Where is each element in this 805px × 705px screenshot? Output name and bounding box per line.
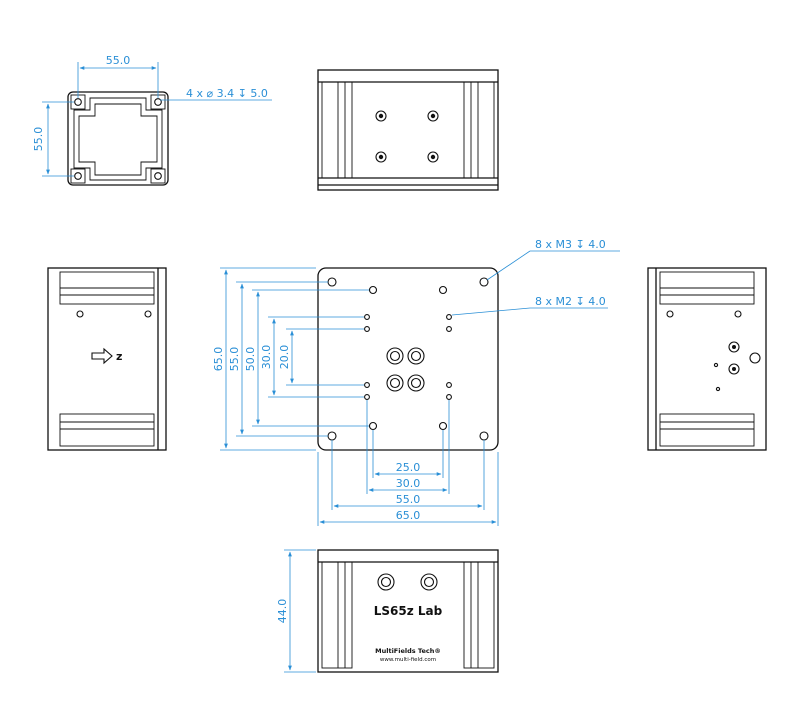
dim-55-vertical: 55.0 bbox=[228, 347, 241, 372]
dim-30-vertical: 30.0 bbox=[260, 345, 273, 370]
side-hole bbox=[144, 310, 152, 318]
dim-20-vertical: 20.0 bbox=[278, 345, 291, 370]
front-view: 8 x M3 ↧ 4.0 8 x M2 ↧ 4.0 65.0 55.0 50.0… bbox=[212, 238, 620, 526]
m2-callout: 8 x M2 ↧ 4.0 bbox=[535, 295, 606, 308]
right-side-view bbox=[647, 267, 767, 451]
m2-hole bbox=[446, 326, 452, 332]
m3-hole bbox=[438, 285, 448, 295]
m2-hole bbox=[446, 382, 452, 388]
small-width-dim: 55.0 bbox=[106, 54, 131, 67]
dim-30-horizontal: 30.0 bbox=[396, 477, 421, 490]
axis-label: z bbox=[116, 350, 122, 363]
m3-hole bbox=[368, 421, 378, 431]
arrow-right-icon bbox=[91, 347, 113, 365]
connector bbox=[420, 573, 438, 591]
brand-name: MultiFields Tech® bbox=[375, 647, 441, 655]
connector bbox=[377, 573, 395, 591]
connector bbox=[728, 363, 740, 375]
side-hole bbox=[76, 310, 84, 318]
m2-hole bbox=[364, 326, 370, 332]
dim-65-vertical: 65.0 bbox=[212, 347, 225, 372]
screw-head bbox=[375, 110, 387, 122]
port-hole bbox=[749, 352, 761, 364]
left-side-view: z bbox=[47, 267, 167, 451]
small-flange-view: 55.0 55.0 4 x ⌀ 3.4 ↧ 5.0 bbox=[32, 54, 272, 186]
m2-hole bbox=[446, 394, 452, 400]
dim-50-vertical: 50.0 bbox=[244, 347, 257, 372]
m2-hole bbox=[446, 314, 452, 320]
center-screw bbox=[386, 374, 404, 392]
website: www.multi-field.com bbox=[380, 657, 436, 663]
screw-head bbox=[375, 151, 387, 163]
m2-hole bbox=[364, 394, 370, 400]
side-hole bbox=[734, 310, 742, 318]
small-hole bbox=[713, 362, 719, 368]
m3-hole bbox=[368, 285, 378, 295]
hole-callout: 4 x ⌀ 3.4 ↧ 5.0 bbox=[186, 87, 268, 100]
dim-65-horizontal: 65.0 bbox=[396, 509, 421, 522]
connector bbox=[728, 341, 740, 353]
flange-hole bbox=[150, 168, 166, 184]
screw-head bbox=[427, 110, 439, 122]
corner-hole bbox=[327, 431, 337, 441]
center-screw bbox=[407, 347, 425, 365]
m3-callout: 8 x M3 ↧ 4.0 bbox=[535, 238, 606, 251]
small-hole bbox=[715, 386, 721, 392]
corner-hole bbox=[479, 431, 489, 441]
center-screw bbox=[407, 374, 425, 392]
dim-25-horizontal: 25.0 bbox=[396, 461, 421, 474]
corner-hole bbox=[479, 277, 489, 287]
top-view bbox=[317, 69, 499, 191]
small-height-dim: 55.0 bbox=[32, 127, 45, 152]
m3-hole bbox=[438, 421, 448, 431]
center-screw bbox=[386, 347, 404, 365]
dim-55-horizontal: 55.0 bbox=[396, 493, 421, 506]
m2-hole bbox=[364, 382, 370, 388]
corner-hole bbox=[327, 277, 337, 287]
model-name: LS65z Lab bbox=[374, 604, 443, 618]
side-hole bbox=[666, 310, 674, 318]
m2-hole bbox=[364, 314, 370, 320]
screw-head bbox=[427, 151, 439, 163]
bottom-view: LS65z Lab MultiFields Tech® www.multi-fi… bbox=[276, 549, 499, 673]
bottom-height-dim: 44.0 bbox=[276, 599, 289, 624]
